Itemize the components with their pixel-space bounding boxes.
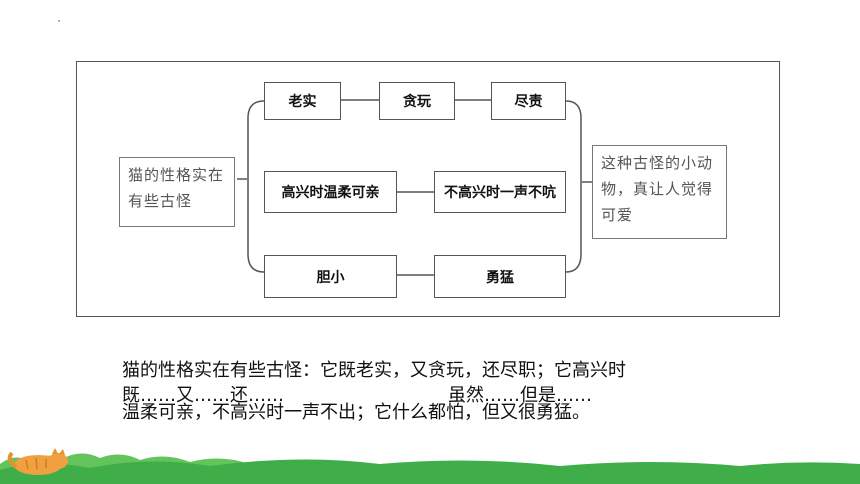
node-brave: 勇猛 (434, 255, 566, 298)
node-playful: 贪玩 (379, 82, 455, 120)
decor-dot (58, 20, 60, 22)
node-dutiful: 尽责 (491, 82, 566, 120)
pattern-hint-left: 既……又……还…… (122, 385, 284, 406)
pattern-hint-right: 虽然……但是…… (448, 385, 592, 406)
sleeping-cat-icon (7, 448, 68, 475)
node-unhappy-silent: 不高兴时一声不吭 (434, 171, 566, 213)
grass-footer (0, 453, 860, 484)
node-happy-gentle: 高兴时温柔可亲 (264, 171, 397, 213)
right-summary-box: 这种古怪的小动物，真让人觉得可爱 (592, 145, 727, 239)
left-summary-box: 猫的性格实在有些古怪 (119, 157, 235, 227)
summary-line-1: 猫的性格实在有些古怪：它既老实，又贪玩，还尽职；它高兴时 (122, 360, 626, 381)
diagram-frame (76, 61, 780, 317)
summary-paragraph: 猫的性格实在有些古怪：它既老实，又贪玩，还尽职；它高兴时 温柔可亲，不高兴时一声… (122, 360, 742, 424)
node-honest: 老实 (264, 82, 341, 120)
summary-line-2: 温柔可亲，不高兴时一声不出；它什么都怕，但又很勇猛。 (122, 402, 590, 423)
node-timid: 胆小 (264, 255, 397, 298)
